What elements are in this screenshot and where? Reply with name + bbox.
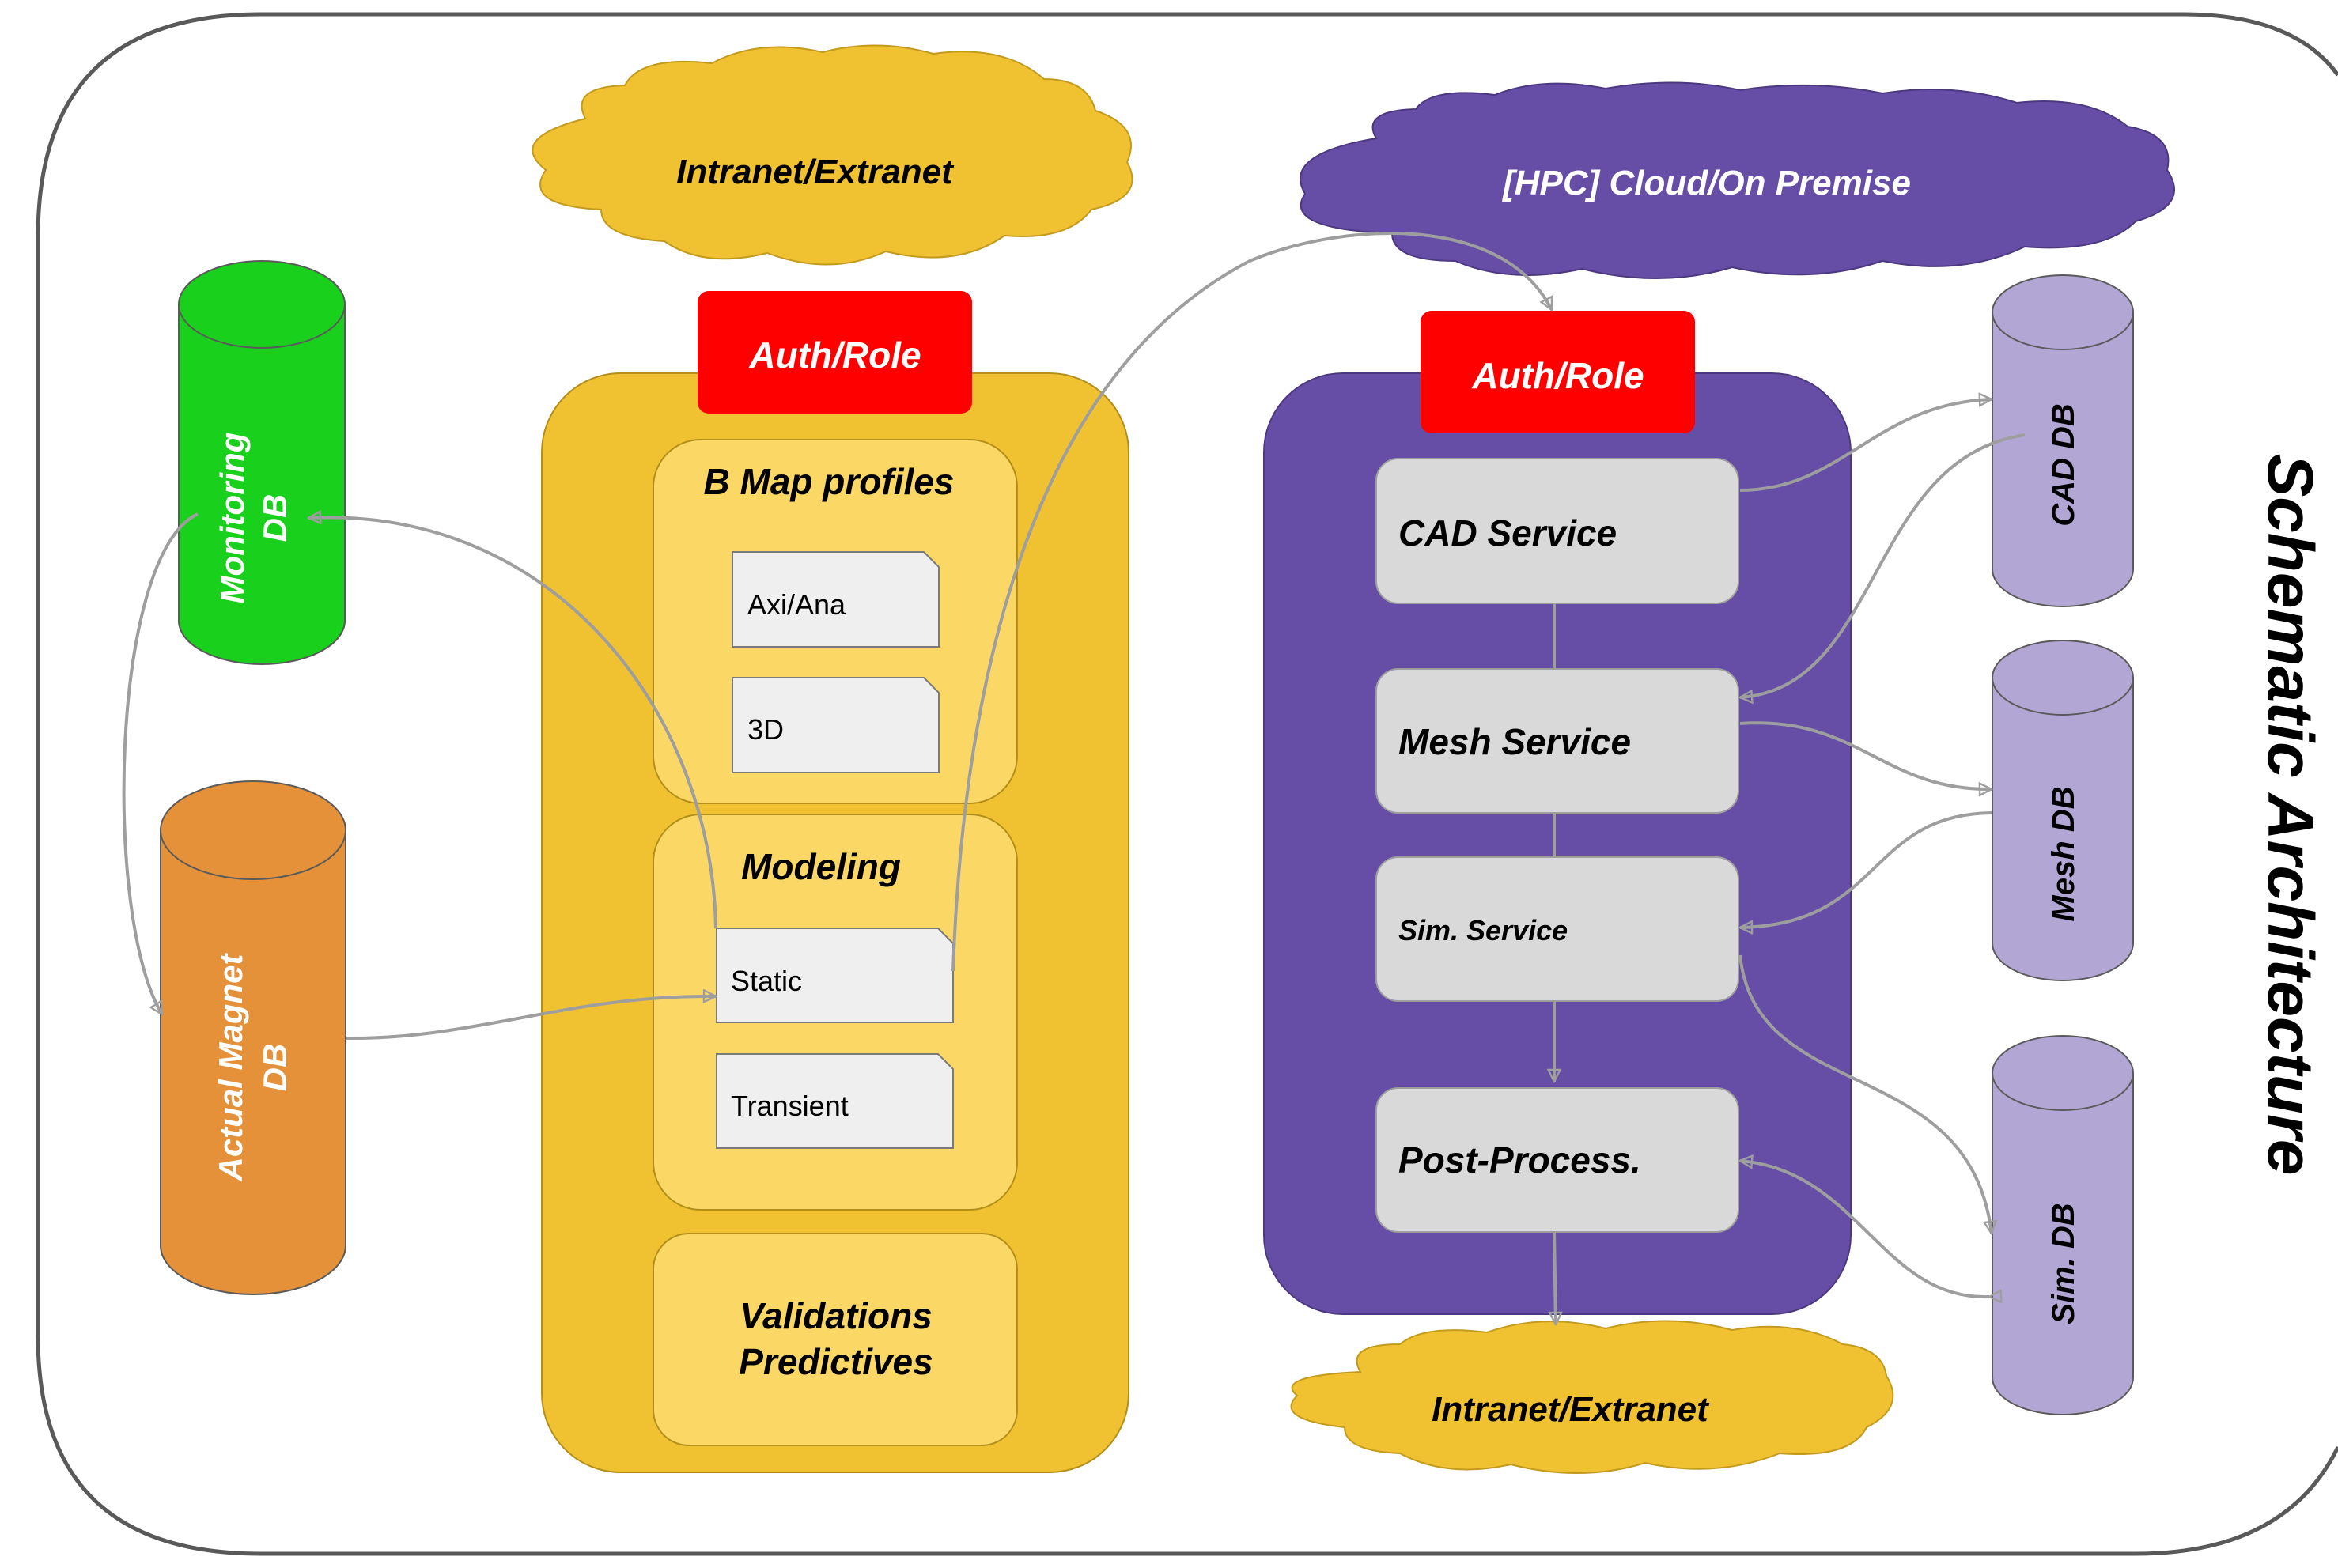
svg-text:DB: DB: [256, 494, 293, 542]
modeling-title: Modeling: [741, 846, 901, 887]
arrow-monitoring-to-magnet: [122, 512, 199, 1014]
doc-transient[interactable]: Transient: [716, 1053, 954, 1149]
svg-text:Sim. Service: Sim. Service: [1398, 914, 1568, 946]
mesh-db[interactable]: Mesh DB: [1992, 640, 2134, 981]
svg-text:CAD Service: CAD Service: [1398, 512, 1617, 554]
mesh-service-box[interactable]: Mesh Service: [1375, 668, 1739, 814]
monitoring-db[interactable]: Monitoring DB: [178, 260, 346, 665]
svg-text:Validations: Validations: [740, 1295, 933, 1336]
svg-text:Monitoring: Monitoring: [214, 433, 251, 604]
sim-db[interactable]: Sim. DB: [1992, 1035, 2134, 1415]
post-process-box[interactable]: Post-Process.: [1375, 1087, 1739, 1233]
cad-service-box[interactable]: CAD Service: [1375, 458, 1739, 604]
arrow-cad-db-to-mesh-service: [1740, 433, 2026, 697]
bmap-profiles-title: B Map profiles: [704, 461, 955, 502]
svg-text:Axi/Ana: Axi/Ana: [747, 588, 846, 621]
diagram-title: Schematic Architecture: [2254, 454, 2326, 1176]
svg-text:CAD DB: CAD DB: [2046, 403, 2081, 527]
cloud-intranet-bottom: Intranet/Extranet: [1290, 1320, 1894, 1474]
arrow-sim-db-to-post-process: [1740, 1161, 1989, 1297]
svg-text:[HPC] Cloud/On Premise: [HPC] Cloud/On Premise: [1501, 164, 1911, 202]
connector-post-out: [1554, 1231, 1556, 1324]
cloud-intranet-top: Intranet/Extranet: [532, 44, 1133, 266]
svg-text:Mesh Service: Mesh Service: [1398, 721, 1631, 762]
svg-text:Auth/Role: Auth/Role: [1471, 355, 1644, 396]
svg-text:Actual Magnet: Actual Magnet: [212, 952, 249, 1181]
svg-text:Transient: Transient: [731, 1090, 849, 1122]
svg-text:Intranet/Extranet: Intranet/Extranet: [1432, 1390, 1710, 1429]
svg-text:Post-Process.: Post-Process.: [1398, 1139, 1641, 1181]
arrow-mesh-db-to-sim-service: [1740, 811, 1992, 928]
svg-text:DB: DB: [256, 1044, 293, 1092]
doc-axi-ana[interactable]: Axi/Ana: [732, 551, 940, 648]
right-auth-role-badge[interactable]: Auth/Role: [1421, 311, 1695, 433]
cad-db[interactable]: CAD DB: [1992, 274, 2134, 607]
arrow-cad-service-to-cad-db: [1739, 399, 1992, 492]
svg-text:Predictives: Predictives: [739, 1341, 933, 1382]
arrow-static-to-cloud: [951, 232, 1553, 972]
svg-text:3D: 3D: [747, 713, 784, 746]
validations-predictives-panel[interactable]: Validations Predictives: [653, 1233, 1018, 1446]
doc-3d[interactable]: 3D: [732, 677, 940, 773]
sim-service-box[interactable]: Sim. Service: [1375, 856, 1739, 1002]
doc-static[interactable]: Static: [716, 928, 954, 1023]
arrow-magnet-to-static: [345, 996, 716, 1041]
svg-text:Intranet/Extranet: Intranet/Extranet: [676, 153, 955, 191]
cloud-hpc: [HPC] Cloud/On Premise: [1300, 81, 2175, 279]
left-auth-role-badge[interactable]: Auth/Role: [698, 291, 972, 414]
arrows: [122, 232, 2026, 1297]
actual-magnet-db[interactable]: Actual Magnet DB: [160, 780, 346, 1295]
arrow-static-to-monitoring: [308, 517, 717, 929]
svg-text:Static: Static: [731, 965, 802, 997]
svg-text:Sim. DB: Sim. DB: [2046, 1203, 2081, 1324]
svg-text:Auth/Role: Auth/Role: [748, 334, 921, 376]
svg-text:Mesh DB: Mesh DB: [2046, 786, 2081, 921]
arrow-mesh-service-to-mesh-db: [1739, 721, 1992, 789]
